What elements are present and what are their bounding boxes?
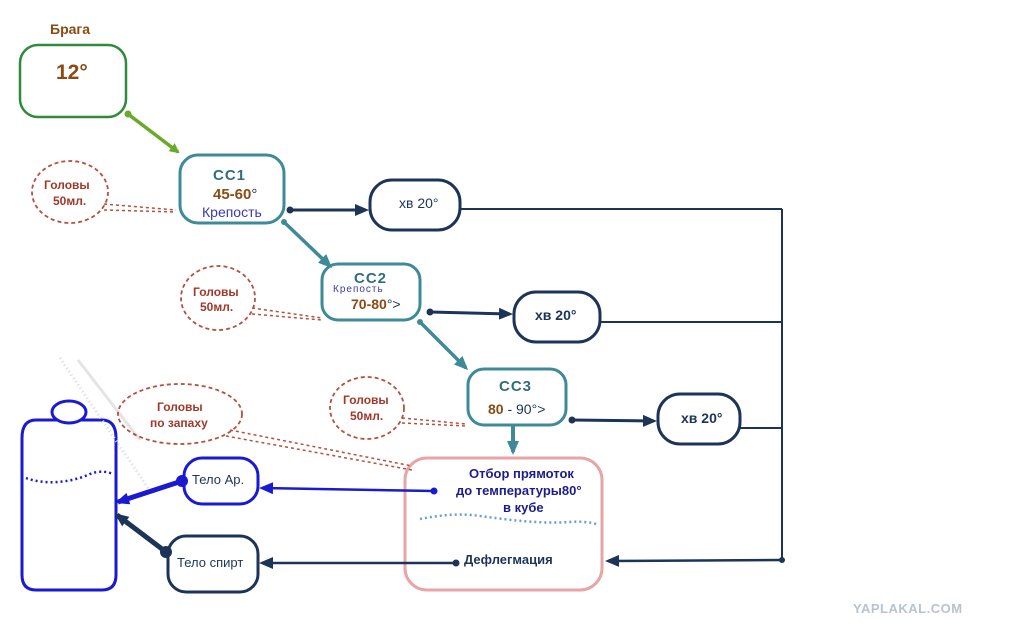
heads-2-line2: 50мл. bbox=[200, 300, 234, 314]
arrow-body-ar-to-receiver bbox=[115, 478, 183, 505]
body-spirit-box bbox=[166, 534, 260, 594]
heads-1-line2: 50мл. bbox=[53, 194, 87, 208]
cc1-box bbox=[178, 153, 286, 225]
body-spirit-label: Тело спирт bbox=[177, 555, 244, 570]
cooler-label-1: хв 20° bbox=[399, 195, 439, 211]
watermark: YAPLAKAL.COM bbox=[853, 601, 963, 616]
receiver-tank bbox=[20, 418, 118, 592]
heads-3-line2: 50мл. bbox=[350, 409, 384, 423]
cc1-range: 45-60° bbox=[213, 186, 258, 203]
heads-ellipse-2 bbox=[180, 265, 256, 331]
boiler-line-2: до температуры80° bbox=[456, 483, 582, 498]
arrow-cc2-to-cooler bbox=[429, 307, 513, 320]
cooler-label-3: хв 20° bbox=[681, 410, 723, 426]
arrow-braga-to-cc1 bbox=[126, 112, 180, 154]
arrow-boiler-to-body-ar bbox=[259, 482, 435, 495]
arrow-to-dephleg bbox=[605, 554, 783, 567]
arrow-body-spirit-to-receiver bbox=[114, 513, 168, 554]
arrow-cc1-to-cc2 bbox=[282, 220, 333, 269]
braga-box bbox=[18, 43, 128, 119]
cc2-range: 70-80°> bbox=[351, 296, 401, 312]
cc3-range: 80 - 90°> bbox=[488, 401, 546, 417]
receiver-shadow bbox=[76, 359, 142, 441]
heads-3-line1: Головы bbox=[343, 393, 389, 407]
heads-1-line1: Головы bbox=[44, 178, 90, 192]
boiler-line-3: в кубе bbox=[503, 500, 544, 515]
cooler-box-1 bbox=[368, 178, 462, 232]
heads-ellipse-1 bbox=[31, 160, 109, 224]
receiver-cap bbox=[50, 399, 88, 425]
cc3-box bbox=[466, 367, 568, 427]
body-ar-label: Тело Ар. bbox=[192, 472, 245, 487]
cooler-box-2 bbox=[512, 290, 602, 344]
cc3-name: СС3 bbox=[499, 378, 533, 395]
heads-4-line2: по запаху bbox=[150, 416, 208, 430]
cc2-box bbox=[320, 262, 422, 322]
heads-ellipse-3 bbox=[329, 376, 405, 440]
arrow-cc3-to-cooler bbox=[571, 414, 657, 427]
cooler-box-3 bbox=[656, 392, 742, 446]
arrow-cc2-to-cc3 bbox=[418, 320, 469, 371]
braga-title: Брага bbox=[50, 21, 91, 37]
liquid-level bbox=[419, 513, 599, 527]
heads-line-1 bbox=[103, 203, 177, 213]
heads-line-4 bbox=[225, 429, 413, 471]
cc2-strength: Крепость bbox=[333, 284, 384, 295]
boiler-line-1: Отбор прямоток bbox=[469, 466, 574, 481]
dephleg-label: Дефлегмация bbox=[464, 552, 553, 567]
heads-2-line1: Головы bbox=[193, 285, 239, 299]
cooler-label-2: хв 20° bbox=[535, 307, 577, 323]
receiver-liquid bbox=[25, 470, 114, 484]
boiler-box bbox=[403, 456, 604, 592]
heads-line-3 bbox=[401, 417, 467, 427]
cc1-name: СС1 bbox=[213, 167, 247, 184]
heads-4-line1: Головы bbox=[157, 400, 203, 414]
cc1-strength: Крепость bbox=[202, 204, 262, 220]
heads-ellipse-4 bbox=[117, 383, 243, 445]
heads-line-2 bbox=[251, 307, 323, 321]
braga-temp: 12° bbox=[56, 61, 88, 84]
cc2-name: СС2 bbox=[354, 270, 388, 287]
